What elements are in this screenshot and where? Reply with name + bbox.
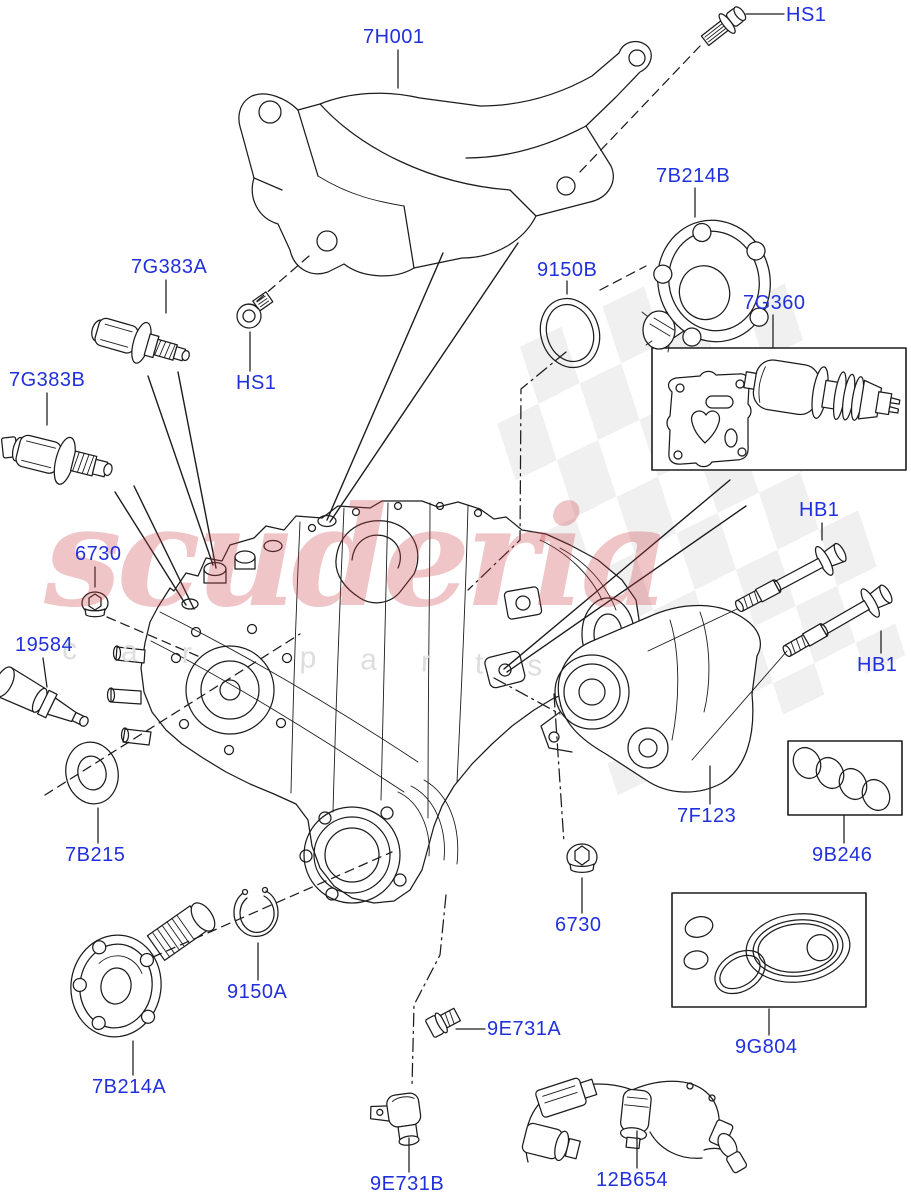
guide-line-dash — [106, 616, 201, 658]
part-label-7B215: 7B215 — [65, 844, 126, 866]
motor-cover-7f123-drawing — [540, 604, 761, 793]
guide-line-dash — [152, 851, 393, 958]
part-label-7B214A: 7B214A — [92, 1076, 167, 1098]
leader-dot-7G383B — [44, 424, 53, 433]
part-label-7H001: 7H001 — [363, 26, 425, 48]
part-label-9B246: 9B246 — [812, 844, 873, 866]
bolt-hb1-top-drawing — [734, 542, 847, 613]
solenoid-7g383a-drawing — [91, 317, 190, 364]
part-label-7G383A: 7G383A — [131, 256, 208, 278]
guide-line-dashdot — [553, 693, 565, 844]
flange-7b214a-drawing — [70, 902, 216, 1038]
part-label-HB1-top: HB1 — [799, 499, 840, 521]
part-label-9E731A: 9E731A — [487, 1018, 562, 1040]
solenoid-7g383b-drawing — [1, 434, 113, 485]
sensor-9e731b-drawing — [369, 1092, 422, 1146]
red-pointer-line — [503, 479, 731, 670]
leader-dot-HB1-top — [819, 539, 828, 548]
red-pointer-line — [114, 491, 187, 606]
leader-19584 — [42, 657, 48, 688]
part-label-7G360: 7G360 — [743, 292, 806, 314]
bracket-plate-7g360-drawing — [666, 370, 752, 468]
guide-line-dash — [255, 255, 310, 303]
part-label-9E731B: 9E731B — [370, 1173, 445, 1195]
part-label-7B214B: 7B214B — [656, 165, 731, 187]
part-label-9150A: 9150A — [227, 981, 288, 1003]
plug-6730-right-drawing — [566, 843, 598, 873]
guide-line-thin — [647, 608, 738, 652]
seal-9150b-drawing — [539, 297, 601, 369]
leader-dot-HB1-right — [878, 624, 887, 633]
bracket-7h001-drawing — [238, 40, 652, 277]
transfer-case-drawing — [106, 500, 641, 904]
part-label-9G804: 9G804 — [735, 1036, 798, 1058]
guide-line-dash — [599, 265, 647, 291]
part-label-19584: 19584 — [15, 634, 74, 656]
part-label-12B654: 12B654 — [596, 1169, 668, 1191]
red-pointer-lines — [114, 242, 747, 673]
guide-line-dashdot — [467, 351, 567, 591]
red-pointer-line — [506, 505, 747, 673]
part-label-6730-left: 6730 — [75, 543, 122, 565]
red-pointer-line — [133, 485, 195, 610]
red-pointer-line — [177, 371, 217, 569]
oring-kit-9b246-drawing — [792, 746, 891, 812]
seal-kit-9g804-drawing — [683, 913, 851, 995]
part-label-9150B: 9150B — [537, 259, 598, 281]
hs1-screw-icon — [700, 6, 747, 47]
bolt-hb1-right-drawing — [782, 584, 893, 658]
part-label-7F123: 7F123 — [677, 805, 737, 827]
harness-12b654-drawing — [521, 1077, 748, 1174]
red-pointer-line — [329, 242, 519, 523]
red-pointer-line — [326, 252, 444, 521]
plug-6730-left-drawing — [81, 591, 109, 618]
flange-7b214b-drawing — [641, 219, 771, 353]
assembly-guide-lines — [44, 45, 788, 1087]
breather-19584-drawing — [0, 666, 89, 727]
snapring-9150a-drawing — [233, 886, 279, 937]
part-label-HB1-right: HB1 — [857, 654, 898, 676]
red-pointer-line — [147, 375, 214, 566]
guide-line-dash — [44, 633, 301, 796]
actuator-7g360-drawing — [743, 359, 901, 421]
part-label-6730-right: 6730 — [555, 914, 602, 936]
label-leader-lines — [42, 13, 887, 1173]
hs1-bolt-icon — [236, 291, 274, 329]
plug-9e731a-drawing — [425, 1007, 462, 1038]
part-label-HS1-left: HS1 — [236, 372, 277, 394]
part-label-HS1-top: HS1 — [786, 4, 827, 26]
9G804-box — [671, 892, 867, 1008]
guide-line-dashdot — [411, 894, 447, 1087]
leader-dot-9150B — [564, 293, 573, 302]
washer-7b215-drawing — [65, 741, 119, 805]
guide-line-dashdot — [493, 677, 561, 715]
part-label-7G383B: 7G383B — [9, 369, 86, 391]
leader-dot-7G383A — [163, 312, 172, 321]
guide-line-thin — [691, 650, 788, 761]
